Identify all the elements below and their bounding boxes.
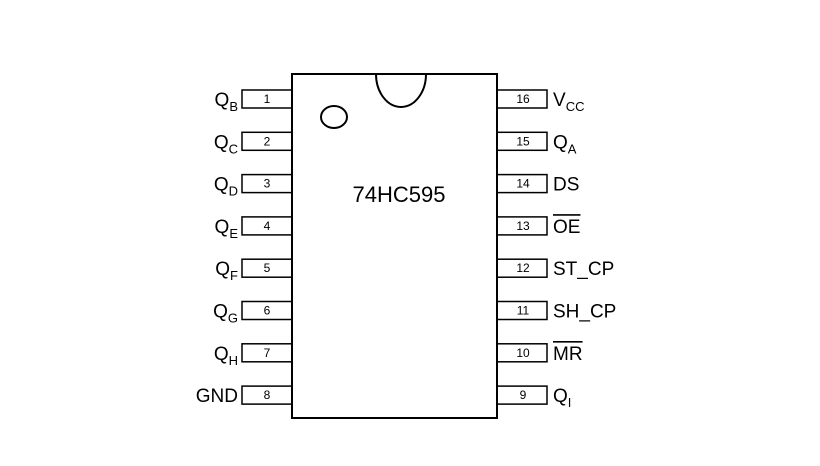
pin-number: 3 (264, 177, 271, 191)
pin-number: 7 (264, 346, 271, 360)
pin-number: 15 (516, 134, 530, 148)
pin-number: 16 (516, 92, 530, 106)
left-pin-label-main: Q (213, 302, 228, 323)
pin-number: 6 (264, 304, 271, 318)
pin-number: 5 (264, 261, 271, 275)
left-pin-label-subscript: F (230, 268, 238, 283)
left-pin-label-subscript: C (229, 141, 238, 156)
pin-number: 13 (516, 219, 530, 233)
pin-4: 4 QE (215, 216, 293, 241)
pin-15: 15 QA (496, 131, 577, 156)
pin-number: 9 (520, 388, 527, 402)
chip-body (291, 73, 498, 419)
pin-lead (496, 216, 548, 236)
pin-1: 1 QB (215, 89, 293, 114)
right-pin-label-subscript: A (568, 141, 577, 156)
left-pin-label-subscript: G (228, 311, 238, 326)
left-pin-label-main: Q (214, 132, 229, 153)
left-pin-label-main: Q (215, 90, 230, 111)
pin-2: 2 QC (214, 131, 293, 156)
right-pin-label-main: V (553, 90, 566, 111)
chip-name: 74HC595 (353, 182, 446, 207)
pin-number: 2 (264, 134, 271, 148)
right-pin-label-main: DS (553, 175, 579, 196)
left-pin-label-main: Q (215, 259, 230, 280)
pin-number: 1 (264, 92, 271, 106)
pin-14: 14 DS (496, 173, 579, 196)
left-pin-label-7: QH (214, 344, 238, 368)
right-pin-label-11: SH_CP (553, 302, 616, 323)
pin-11: 11 SH_CP (496, 300, 616, 323)
pin-lead (241, 300, 293, 321)
left-pin-label-1: QB (215, 90, 238, 114)
pin-lead (241, 89, 293, 109)
left-pin-label-5: QF (215, 259, 238, 283)
pin-lead (496, 385, 548, 405)
left-pin-label-subscript: E (229, 226, 238, 241)
right-pin-label-main: Q (553, 132, 568, 153)
pin-one-marker (320, 105, 348, 129)
pin-6: 6 QG (213, 300, 293, 326)
pin-16: 16 VCC (496, 89, 584, 114)
right-pin-label-subscript: I (568, 395, 572, 410)
right-pin-label-10: MR (553, 344, 583, 365)
pin-3: 3 QD (214, 173, 293, 199)
right-pin-label-main: OE (553, 217, 580, 238)
pin-number: 4 (264, 219, 271, 233)
right-pin-label-main: MR (553, 344, 583, 365)
left-pin-label-subscript: D (229, 184, 238, 199)
pin-lead (496, 131, 548, 152)
left-pin-label-4: QE (215, 217, 239, 241)
pin-lead (496, 343, 548, 363)
pin-lead (496, 258, 548, 278)
pin-lead (241, 385, 293, 405)
pin-5: 5 QF (215, 258, 293, 283)
pin-lead (241, 131, 293, 152)
pin-lead (241, 216, 293, 236)
pin-number: 14 (516, 177, 530, 191)
right-pin-label-12: ST_CP (553, 259, 614, 280)
right-pin-label-9: QI (553, 386, 571, 410)
pin-lead (496, 173, 548, 194)
left-pin-label-subscript: B (229, 99, 238, 114)
left-pin-label-main: GND (196, 386, 238, 407)
right-pin-label-main: ST_CP (553, 259, 614, 280)
pin-number: 8 (264, 388, 271, 402)
orientation-notch (375, 73, 427, 108)
pin-8: 8 GND (196, 385, 293, 407)
right-pin-label-13: OE (553, 217, 580, 238)
right-pin-label-main: Q (553, 386, 568, 407)
left-pin-label-2: QC (214, 132, 238, 156)
pin-lead (496, 300, 548, 321)
pin-7: 7 QH (214, 343, 293, 368)
pin-lead (496, 89, 548, 109)
right-pin-label-16: VCC (553, 90, 584, 114)
left-pin-label-main: Q (214, 344, 229, 365)
left-pin-label-3: QD (214, 175, 238, 199)
right-pin-label-15: QA (553, 132, 577, 156)
pin-lead (241, 173, 293, 194)
pin-10: 10 MR (496, 340, 583, 365)
pin-lead (241, 258, 293, 278)
pin-number: 12 (516, 261, 530, 275)
left-pin-label-8: GND (196, 386, 238, 407)
pin-number: 10 (516, 346, 530, 360)
left-pin-label-subscript: H (229, 353, 238, 368)
right-pin-label-subscript: CC (566, 99, 585, 114)
left-pin-label-main: Q (215, 217, 230, 238)
pin-lead (241, 343, 293, 363)
right-pin-label-14: DS (553, 175, 579, 196)
left-pin-label-main: Q (214, 175, 229, 196)
pin-13: 13 OE (496, 214, 581, 238)
pin-number: 11 (517, 304, 530, 318)
pin-9: 9 QI (496, 385, 571, 410)
right-pin-label-main: SH_CP (553, 302, 616, 323)
pin-12: 12 ST_CP (496, 258, 614, 280)
left-pin-label-6: QG (213, 302, 238, 326)
